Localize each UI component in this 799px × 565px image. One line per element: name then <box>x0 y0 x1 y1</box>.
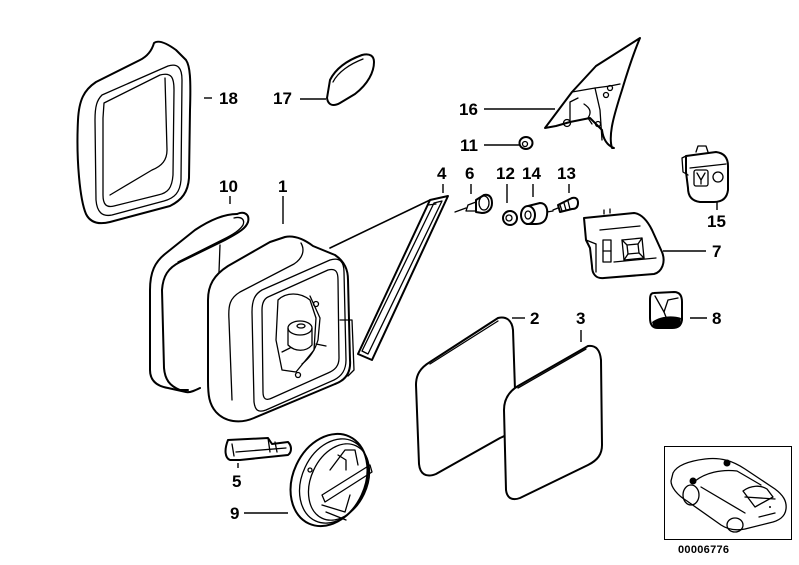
callout-4[interactable]: 4 <box>437 164 447 183</box>
part-8-switch-cap[interactable] <box>649 291 683 329</box>
callout-5[interactable]: 5 <box>232 472 242 491</box>
leader-lines <box>204 97 718 514</box>
vehicle-locator-inset <box>664 446 792 540</box>
callout-9[interactable]: 9 <box>230 504 240 523</box>
callout-14[interactable]: 14 <box>522 164 541 183</box>
part-4-gasket[interactable] <box>357 195 449 361</box>
callout-18[interactable]: 18 <box>219 89 238 108</box>
callout-13[interactable]: 13 <box>557 164 576 183</box>
reference-number: 00006776 <box>678 544 730 556</box>
part-3-mirror-glass[interactable] <box>503 344 603 501</box>
part-12-grommet[interactable] <box>502 210 518 226</box>
locator-mark-left <box>689 477 697 485</box>
part-17-small-glass[interactable] <box>326 53 375 107</box>
callout-16[interactable]: 16 <box>459 100 478 119</box>
callout-6[interactable]: 6 <box>465 164 475 183</box>
part-18-cover-ring[interactable] <box>76 40 192 225</box>
callout-2[interactable]: 2 <box>530 309 540 328</box>
part-1-mirror-housing[interactable] <box>207 199 431 423</box>
part-14-bushing[interactable] <box>520 202 554 225</box>
part-11-clip-nut[interactable] <box>518 136 534 150</box>
part-15-small-switch[interactable] <box>681 145 729 203</box>
callout-12[interactable]: 12 <box>496 164 515 183</box>
callout-17[interactable]: 17 <box>273 89 292 108</box>
callout-15[interactable]: 15 <box>707 212 726 231</box>
part-7-switch[interactable] <box>583 208 665 280</box>
part-10-seal[interactable] <box>149 211 250 394</box>
car-icon <box>670 457 787 533</box>
part-13-screw[interactable] <box>552 196 579 213</box>
callout-11[interactable]: 11 <box>460 136 478 155</box>
part-9-motor[interactable] <box>276 421 382 538</box>
locator-mark-right <box>723 459 731 467</box>
callout-8[interactable]: 8 <box>712 309 722 328</box>
callout-7[interactable]: 7 <box>712 242 722 261</box>
part-6-bolt[interactable] <box>454 193 493 214</box>
part-2-mirror-glass[interactable] <box>415 316 517 477</box>
part-5-bracket[interactable] <box>224 437 292 461</box>
part-16-triangle-plate[interactable] <box>544 37 641 149</box>
callout-3[interactable]: 3 <box>576 309 586 328</box>
callout-10[interactable]: 10 <box>219 177 238 196</box>
callout-1[interactable]: 1 <box>278 177 288 196</box>
